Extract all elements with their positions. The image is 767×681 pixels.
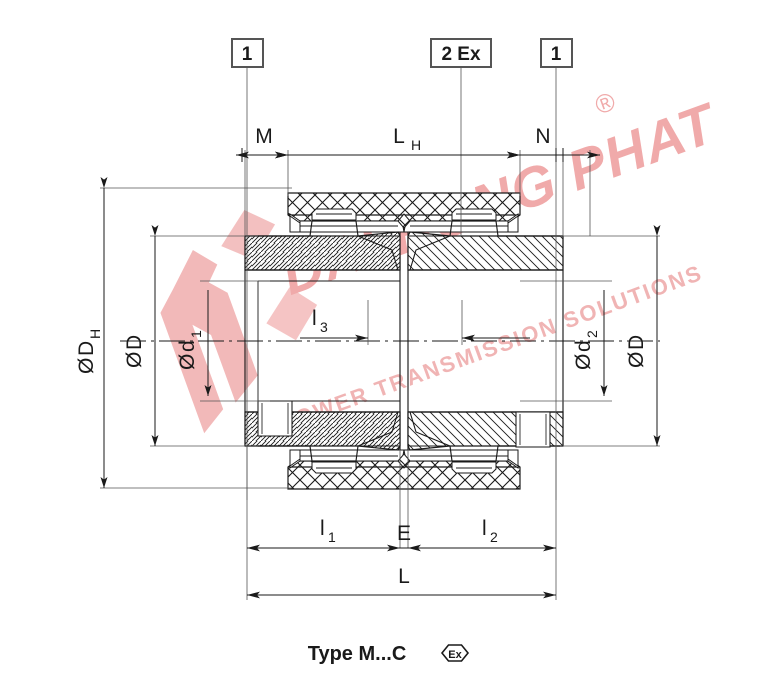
label-l2: l 2 xyxy=(482,517,498,545)
balloon-mid-label: 2 Ex xyxy=(441,44,481,65)
label-l2-sub: 2 xyxy=(490,529,498,545)
balloon-left-label: 1 xyxy=(242,44,253,65)
label-N: N xyxy=(535,125,550,148)
label-D-left-main: D xyxy=(123,335,146,350)
dim-line-N xyxy=(507,148,600,162)
label-l1-sub: 1 xyxy=(328,529,336,545)
label-E: E xyxy=(397,522,411,545)
atex-ex-label: Ex xyxy=(448,649,462,661)
label-d1-sub: 1 xyxy=(188,330,204,338)
balloon-right[interactable]: 1 xyxy=(540,38,573,68)
label-d1-main: d xyxy=(176,340,199,352)
label-l3: l 3 xyxy=(312,307,328,335)
label-DH-prefix: Ø xyxy=(75,358,98,374)
label-LH-sub: H xyxy=(411,137,421,153)
item-balloons: 1 2 Ex 1 xyxy=(231,38,573,68)
caption-title: Type M...C xyxy=(308,643,407,665)
label-DH-sub: H xyxy=(87,329,103,339)
label-DH-main: D xyxy=(75,341,98,356)
keyway-left xyxy=(257,400,293,437)
label-d2-main: d xyxy=(572,340,595,352)
extension-lines xyxy=(100,67,660,600)
balloon-mid[interactable]: 2 Ex xyxy=(430,38,492,68)
label-D-right: Ø D xyxy=(625,335,648,368)
dimension-lines xyxy=(100,148,661,599)
label-l1-main: l xyxy=(320,517,325,540)
label-l2-main: l xyxy=(482,517,487,540)
label-L-main: L xyxy=(398,565,410,588)
keyway-right xyxy=(515,411,551,448)
sleeve-teeth-bottom xyxy=(289,449,519,474)
label-D-right-main: D xyxy=(625,335,648,350)
label-N-main: N xyxy=(535,125,550,148)
label-d2: Ø d 2 xyxy=(572,330,600,370)
label-d2-sub: 2 xyxy=(584,330,600,338)
balloon-right-label: 1 xyxy=(551,44,562,65)
label-l3-sub: 3 xyxy=(320,319,328,335)
balloon-left[interactable]: 1 xyxy=(231,38,264,68)
label-M-main: M xyxy=(255,125,273,148)
dimension-labels: M L H N Ø D H Ø D Ø d 1 Ø d 2 xyxy=(75,125,648,588)
label-l3-main: l xyxy=(312,307,317,330)
hub-right xyxy=(407,220,564,462)
atex-ex-hexagon-icon: Ex xyxy=(440,644,470,662)
label-M: M xyxy=(255,125,273,148)
watermark-logo-icon xyxy=(160,210,318,434)
coupling-assembly xyxy=(120,192,660,490)
label-LH-main: L xyxy=(393,125,405,148)
label-E-main: E xyxy=(397,522,411,545)
label-L: L xyxy=(398,565,410,588)
label-D-right-prefix: Ø xyxy=(625,352,648,368)
label-l1: l 1 xyxy=(320,517,336,545)
label-d2-prefix: Ø xyxy=(572,354,595,370)
caption: Type M...C Ex xyxy=(308,643,470,665)
label-D-left-prefix: Ø xyxy=(123,352,146,368)
label-d1: Ø d 1 xyxy=(176,330,204,370)
label-D-left: Ø D xyxy=(123,335,146,368)
label-LH: L H xyxy=(393,125,421,153)
label-DH: Ø D H xyxy=(75,329,103,374)
label-d1-prefix: Ø xyxy=(176,354,199,370)
